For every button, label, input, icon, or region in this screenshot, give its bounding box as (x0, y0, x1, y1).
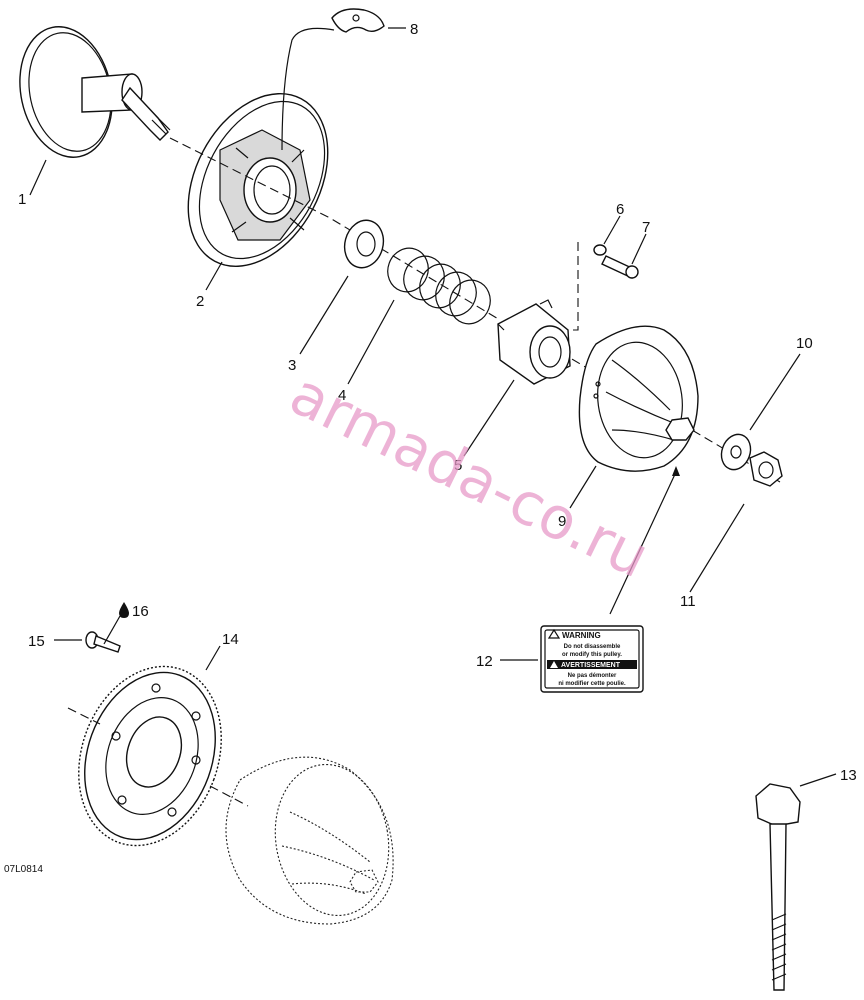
callout-8: 8 (410, 21, 418, 38)
callout-11: 11 (680, 593, 696, 610)
warning-triangle-icon (547, 628, 561, 639)
callout-3: 3 (288, 357, 296, 374)
callout-9: 9 (558, 513, 566, 530)
callout-7: 7 (642, 219, 650, 236)
callout-12: 12 (476, 653, 493, 670)
callout-1: 1 (18, 191, 26, 208)
screw-axis-line (560, 242, 579, 331)
part-8-clip (331, 8, 385, 33)
drawing-code: 07L0814 (4, 864, 43, 875)
part-4-spring (387, 247, 491, 325)
callout-4: 4 (338, 387, 346, 404)
callout-10: 10 (796, 335, 813, 352)
part-15-screw (85, 631, 121, 653)
callout-13: 13 (840, 767, 857, 784)
ring-gear-axis-line (67, 707, 249, 807)
callout-numbers: 1 2 3 4 5 6 7 8 9 10 11 12 13 14 15 16 (18, 21, 857, 784)
callout-leaders (29, 27, 837, 787)
callout-15: 15 (28, 633, 45, 650)
part-8-leader-path (281, 27, 335, 151)
part-5-spider (497, 299, 571, 385)
part-1-fixed-sheave (19, 26, 171, 158)
label-line-1: WARNING (562, 631, 601, 640)
phantom-pulley-outline (225, 756, 394, 925)
label-line-6: ni modifier cette poulie. (558, 681, 626, 687)
part-6-small-washer (593, 244, 607, 256)
label-line-2: Do not disassemble (564, 644, 621, 650)
part-10-washer (720, 433, 752, 471)
callout-2: 2 (196, 293, 204, 310)
part-7-screw (601, 255, 639, 279)
callout-5: 5 (454, 457, 462, 474)
callout-6: 6 (616, 201, 624, 218)
callout-14: 14 (222, 631, 239, 648)
part-14-ring-gear (78, 665, 222, 847)
part-13-long-bolt (755, 783, 801, 991)
label-line-3: or modify this pulley. (562, 652, 622, 658)
label-line-4: AVERTISSEMENT (561, 662, 621, 669)
oil-drop-icon (119, 602, 129, 618)
part-9-cover (578, 325, 699, 472)
part-12-warning-label: WARNING Do not disassemble or modify thi… (540, 625, 644, 693)
label-line-5: Ne pas démonter (568, 673, 617, 679)
part-2-sliding-sheave (187, 93, 329, 267)
part-3-washer (343, 219, 385, 269)
callout-16: 16 (132, 603, 149, 620)
part-11-nut (749, 451, 783, 487)
